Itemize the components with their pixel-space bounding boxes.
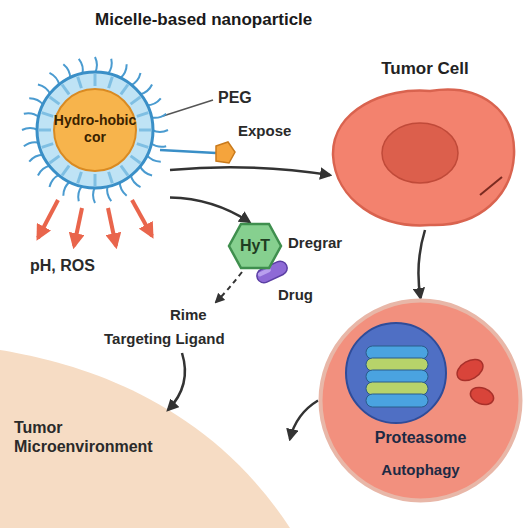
ligand-stalk <box>160 150 216 153</box>
component-label: Dregrar <box>288 234 342 252</box>
lipid-tail <box>50 97 60 104</box>
cell-process <box>480 177 502 195</box>
proteasome-ring <box>366 382 428 395</box>
pathway-label: Rime <box>170 306 207 324</box>
proteasome-ring <box>366 394 428 407</box>
lipid-tail <box>78 172 82 183</box>
lipid-tail <box>42 113 53 117</box>
hyt-node: HyT <box>227 222 283 270</box>
lipid-tail <box>78 77 82 88</box>
node-subtext: Autophagy <box>363 461 478 479</box>
lipid-tail <box>137 113 148 117</box>
micelle-node: Hydro-hobic cor <box>20 55 170 205</box>
action-label: Expose <box>238 122 291 140</box>
hydrophobic-core <box>54 89 136 171</box>
lipid-tail <box>109 77 113 88</box>
node-text: Proteasome <box>353 428 488 447</box>
proteasome-ring <box>366 358 428 371</box>
rime-arrow <box>216 272 242 302</box>
cell-zoom-circle <box>321 301 521 501</box>
lipid-tail <box>94 74 97 86</box>
microenvironment-ground <box>0 350 290 528</box>
micelle-shell <box>37 72 153 188</box>
lipid-tail <box>62 85 69 95</box>
tumor-cell-node: Tumor Cell <box>330 55 520 230</box>
component-label: PEG <box>218 88 252 107</box>
cell-zoom-node: ProteasomeAutophagy <box>318 298 523 503</box>
stimulus-arrow <box>108 208 116 246</box>
component-label: Drug <box>278 286 313 304</box>
node-text: Tumor Cell <box>330 59 520 79</box>
stimulus-arrows <box>38 200 152 246</box>
cell-membrane <box>333 90 514 226</box>
flow-arrow <box>170 167 330 175</box>
nucleus <box>346 323 446 423</box>
node-text: Hydro-hobic cor <box>53 112 137 146</box>
lipid-tail <box>109 172 113 183</box>
microenvironment-node: Tumor Microenvironment <box>0 350 290 528</box>
stimulus-arrow <box>132 200 152 236</box>
lipid-tail <box>131 156 141 163</box>
tumor-cell-shape <box>330 55 520 230</box>
lipid-tail <box>39 129 51 132</box>
component-label: Targeting Ligand <box>104 330 225 348</box>
cell-nucleus <box>382 123 458 183</box>
lipid-tail <box>121 85 128 95</box>
ligand-symbol <box>216 142 235 163</box>
flow-arrow <box>170 198 249 223</box>
mitochondrion <box>453 355 486 385</box>
lipid-tail <box>131 97 141 104</box>
lipid-tail <box>62 166 69 176</box>
stimulus-arrow <box>38 200 58 238</box>
diagram-title: Micelle-based nanoparticle <box>95 10 312 30</box>
ligand-arrow <box>168 353 185 410</box>
proteasome-ring <box>366 370 428 383</box>
peg-leader <box>163 100 213 116</box>
stimulus-label: pH, ROS <box>30 256 95 275</box>
flow-arrow <box>290 401 318 440</box>
stimulus-arrow <box>74 208 82 246</box>
proteasome-ring <box>366 346 428 359</box>
node-text: Tumor Microenvironment <box>14 418 179 456</box>
flow-arrow <box>418 230 425 298</box>
node-text: HyT <box>227 236 283 255</box>
lipid-tail <box>94 174 97 186</box>
lipid-tail <box>50 156 60 163</box>
lipid-tail <box>139 129 151 132</box>
mitochondrion <box>468 384 496 407</box>
lipid-tail <box>42 144 53 148</box>
lipid-tail <box>121 166 128 176</box>
lipid-tail <box>137 144 148 148</box>
